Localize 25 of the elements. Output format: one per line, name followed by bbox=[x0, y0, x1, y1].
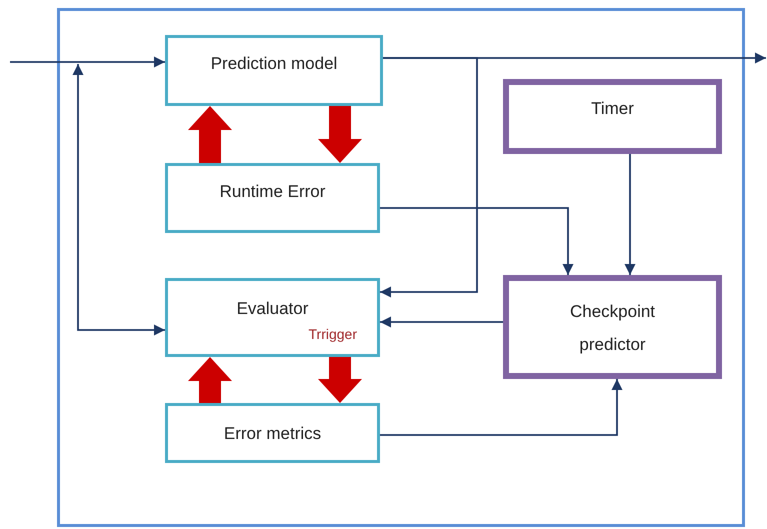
process-box bbox=[165, 35, 383, 106]
box-label: Evaluator bbox=[236, 299, 308, 319]
process-box bbox=[165, 403, 380, 463]
arrow bbox=[380, 316, 503, 328]
process-box bbox=[503, 275, 722, 379]
block-arrow bbox=[318, 106, 362, 163]
block-arrow bbox=[188, 357, 232, 403]
box-label: Runtime Error bbox=[220, 182, 326, 202]
arrow bbox=[72, 64, 165, 336]
arrow bbox=[624, 154, 636, 275]
arrow bbox=[10, 56, 165, 68]
process-box bbox=[503, 79, 722, 154]
arrow bbox=[380, 379, 622, 436]
arrow bbox=[380, 57, 478, 298]
box-label: Checkpoint predictor bbox=[568, 301, 656, 356]
system-frame bbox=[57, 8, 745, 527]
block-arrow bbox=[318, 357, 362, 403]
box-label: Prediction model bbox=[210, 54, 338, 74]
arrow bbox=[380, 207, 574, 275]
process-box bbox=[165, 163, 380, 233]
box-label: Error metrics bbox=[224, 424, 322, 444]
box-label: Timer bbox=[591, 99, 634, 119]
block-arrow bbox=[188, 106, 232, 163]
process-box bbox=[165, 278, 380, 357]
trigger-label: Trrigger bbox=[308, 326, 357, 342]
